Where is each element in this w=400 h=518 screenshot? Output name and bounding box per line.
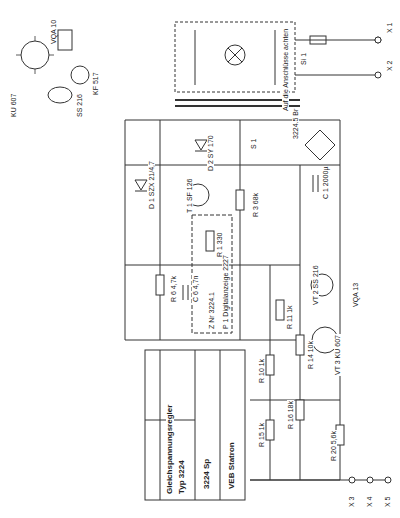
resistor-symbol [266,420,274,440]
transistor-pinout [48,87,72,103]
transformer-outline [175,22,295,92]
component-label: T 1 SF 126 [186,177,193,214]
component-label: D 2 SY 170 [207,134,214,172]
resistor-symbol [156,275,164,295]
resistor-symbol [336,425,344,445]
resistor-symbol [296,335,304,355]
component-label: X 3 [348,495,355,508]
component-label: R 14 10k [307,340,314,370]
component-label: X 2 [386,59,393,72]
title-block-text: VEB Statron [228,441,236,490]
component-label: KF 517 [92,71,99,96]
transistor-pinout [58,30,72,50]
resistor-symbol [276,300,284,320]
component-label: R 15 1k [258,422,265,448]
component-label: R 16 18k [287,400,294,430]
display-module-outline [192,215,232,333]
component-label: S 1 [250,137,257,150]
component-label: X 1 [386,21,393,34]
component-label: SS 216 [76,93,83,118]
component-label: 3224.5 Br [292,108,299,140]
tube-socket-symbol [21,41,49,69]
title-block-text: Typ 3224 [178,459,186,495]
title-block-text: Gleichspannungsregler [166,404,174,495]
component-label: R 20 5,6k [330,430,337,462]
component-label: R 10 1k [258,358,265,384]
title-block-text: 3224 Sp [203,458,211,490]
resistor-symbol [296,400,304,420]
lamp-symbol [225,45,245,65]
resistor-symbol [206,231,214,251]
component-label: Si 1 [300,52,307,66]
resistor-symbol [236,190,244,210]
component-label: C 6 4,7n [192,275,199,303]
component-label: D 1 SZX 21/4,7 [148,160,155,210]
component-label: Z Nr 3224.1 [208,291,215,330]
resistor-symbol [266,355,274,375]
component-label: C 1 2000µ [322,166,329,200]
component-label: X 5 [384,495,391,508]
component-label: R 3 68k [252,192,259,218]
component-label: VT 2 SS 216 [312,264,319,306]
component-label: P 1 Digitalanzeige 2227 [222,254,229,330]
rectifier-bridge [305,130,335,160]
title-block [145,350,245,500]
component-label: Auf die Anschlüsse achten [282,28,289,112]
component-label: VQA 10 [50,19,57,45]
component-label: VQA 13 [352,282,359,308]
component-label: KU 607 [10,93,17,118]
component-label: VT 3 KU 607 [334,334,341,376]
fuse-symbol [310,36,326,44]
component-label: X 4 [366,495,373,508]
component-label: R 11 1k [286,304,293,330]
transistor-pinout [71,66,89,84]
component-label: R 6 4,7k [170,275,177,303]
